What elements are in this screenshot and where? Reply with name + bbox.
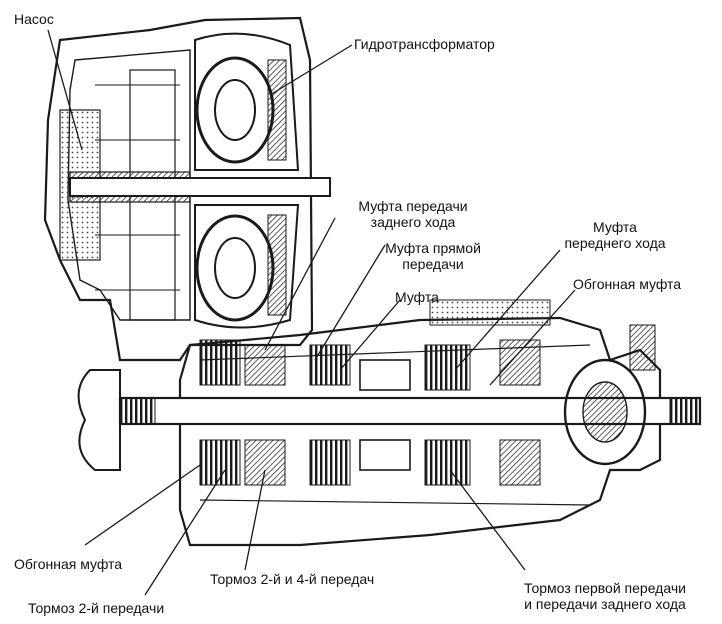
- leader-overrun-clutch-left: [84, 464, 201, 546]
- input-shaft: [69, 177, 331, 197]
- label-reverse-clutch: Муфта передачи заднего хода: [338, 198, 488, 230]
- leader-brake-2-4: [244, 469, 266, 571]
- leader-reverse-clutch: [264, 217, 336, 351]
- label-brake-low-reverse-line2: и передачи заднего хода: [524, 596, 686, 612]
- label-torque-converter: Гидротрансформатор: [354, 36, 495, 52]
- label-brake-low-reverse: Тормоз первой передачи и передачи заднег…: [500, 580, 710, 612]
- torque-converter: [194, 32, 300, 329]
- left-flange: [77, 369, 121, 471]
- label-direct-clutch-line1: Муфта прямой: [385, 240, 481, 256]
- label-overrun-clutch-right: Обгонная муфта: [573, 276, 682, 292]
- shaft-spline-left: [119, 397, 156, 425]
- label-overrun-clutch-left: Обгонная муфта: [14, 556, 123, 572]
- label-reverse-clutch-line1: Муфта передачи: [358, 198, 468, 214]
- label-forward-clutch-line2: переднего хода: [564, 235, 666, 251]
- label-direct-clutch: Муфта прямой передачи: [378, 240, 488, 272]
- leader-forward-clutch: [454, 249, 561, 371]
- label-forward-clutch-line1: Муфта: [593, 219, 637, 235]
- clutch-packs-upper: [199, 339, 541, 391]
- label-clutch: Муфта: [395, 289, 439, 305]
- leader-brake-2: [144, 469, 226, 596]
- label-brake-2-4: Тормоз 2-й и 4-й передач: [210, 571, 375, 587]
- leader-torque-converter: [269, 44, 353, 96]
- leader-overrun-clutch-right: [489, 289, 576, 386]
- leader-pump: [47, 29, 83, 151]
- leader-clutch: [339, 299, 401, 371]
- leader-direct-clutch: [314, 244, 386, 361]
- leader-brake-low-reverse: [449, 469, 526, 571]
- label-brake-low-reverse-line1: Тормоз первой передачи: [524, 580, 686, 596]
- shaft-spline-right: [669, 397, 701, 425]
- label-direct-clutch-line2: передачи: [402, 256, 464, 272]
- label-pump: Насос: [14, 11, 54, 27]
- leader-lines: [47, 29, 576, 596]
- differential: [563, 324, 656, 466]
- label-reverse-clutch-line2: заднего хода: [370, 214, 456, 230]
- label-forward-clutch: Муфта переднего хода: [555, 219, 675, 251]
- label-brake-2: Тормоз 2-й передачи: [28, 600, 165, 616]
- clutch-packs-lower: [199, 439, 541, 486]
